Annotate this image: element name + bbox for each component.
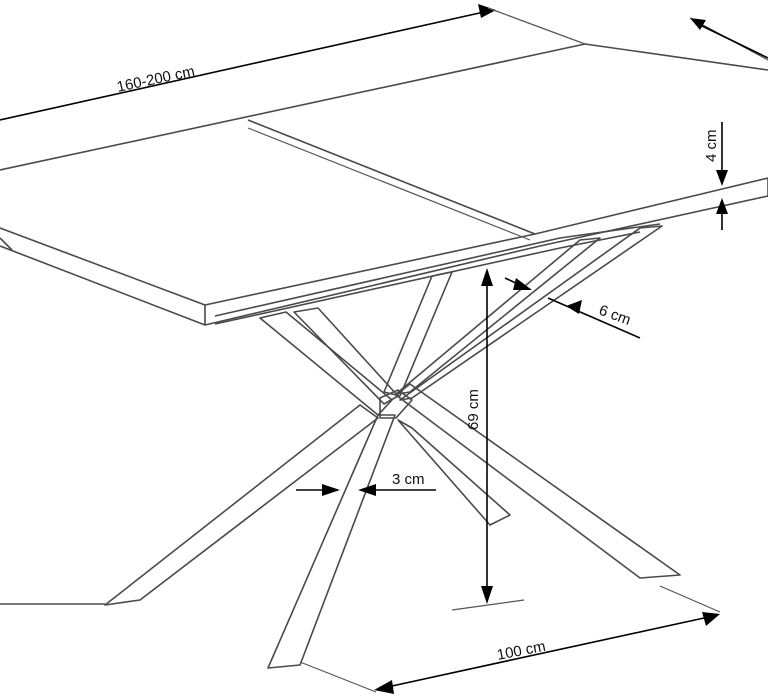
leg-right — [395, 383, 681, 579]
leg-left — [104, 404, 379, 606]
extension-leaf-seam — [247, 119, 536, 235]
dimension-height: 69 cm — [451, 268, 525, 611]
dimension-height-label: 69 cm — [465, 389, 482, 430]
crossed-legs — [0, 225, 681, 669]
leg-upper-right-a — [383, 271, 453, 397]
frame-apron-lower — [214, 231, 641, 325]
dimension-leg-thickness: 3 cm — [296, 471, 436, 496]
leg-upper-left — [259, 311, 393, 416]
extension-leaf-seam-inner — [247, 127, 531, 241]
leg-upper-right-c — [399, 225, 663, 401]
dimension-width-label: 100 cm — [496, 638, 548, 664]
frame-apron — [214, 223, 661, 317]
table-top-front-edge — [0, 177, 768, 306]
dimension-length-label: 160-200 cm — [115, 63, 196, 96]
dimension-length: 160-200 cm — [0, 4, 586, 121]
dimension-top-thickness: 4 cm — [703, 122, 728, 230]
dimension-top-depth — [689, 17, 768, 61]
table-top-thickness-edge — [0, 195, 768, 326]
table-top-back-edge — [0, 43, 768, 171]
dimension-top-thickness-label: 4 cm — [703, 129, 720, 162]
leg-front-left — [267, 414, 396, 669]
dimension-leg-width-label: 6 cm — [597, 302, 633, 329]
left-edge-stub — [0, 237, 13, 251]
leg-back-inner — [397, 419, 511, 526]
table-top — [0, 43, 768, 326]
dimension-leg-thickness-label: 3 cm — [392, 471, 425, 488]
leg-center-hub — [379, 389, 413, 419]
